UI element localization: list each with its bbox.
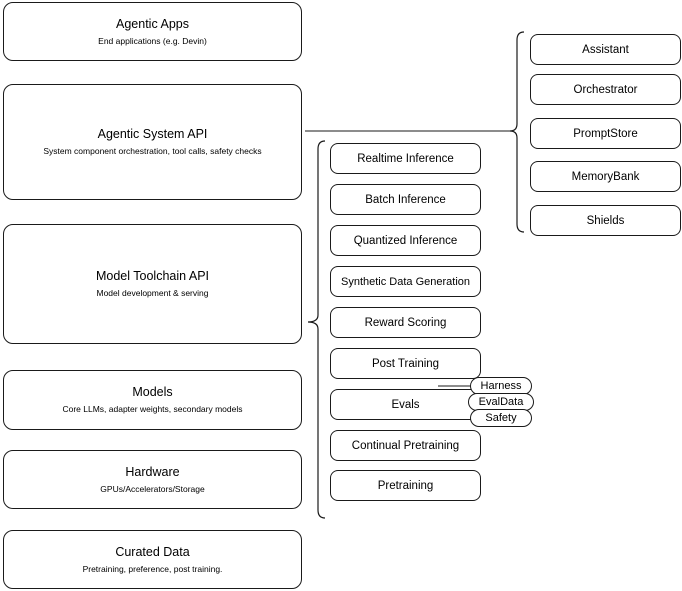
toolchain-item-reward-scoring[interactable]: Reward Scoring [330,307,481,338]
layer-models[interactable]: Models Core LLMs, adapter weights, secon… [3,370,302,430]
system-component-label: Orchestrator [573,83,638,96]
system-component-label: Shields [586,214,625,227]
layer-subtitle: GPUs/Accelerators/Storage [100,483,205,494]
toolchain-item-quantized-inference[interactable]: Quantized Inference [330,225,481,256]
toolchain-item-label: Batch Inference [365,193,446,206]
toolchain-item-synthetic-data-generation[interactable]: Synthetic Data Generation [330,266,481,297]
toolchain-item-label: Synthetic Data Generation [340,275,471,288]
system-component-promptstore[interactable]: PromptStore [530,118,681,149]
system-component-label: MemoryBank [571,170,640,183]
layer-model-toolchain-api[interactable]: Model Toolchain API Model development & … [3,224,302,344]
system-component-orchestrator[interactable]: Orchestrator [530,74,681,105]
layer-subtitle: Core LLMs, adapter weights, secondary mo… [62,404,243,414]
layer-hardware[interactable]: Hardware GPUs/Accelerators/Storage [3,450,302,509]
toolchain-item-realtime-inference[interactable]: Realtime Inference [330,143,481,174]
layer-subtitle: End applications (e.g. Devin) [98,35,207,46]
eval-subcomponent-label: Harness [480,380,522,392]
toolchain-item-label: Pretraining [377,479,434,492]
system-component-label: PromptStore [573,127,638,140]
layer-subtitle: System component orchestration, tool cal… [43,146,262,156]
eval-subcomponent-label: Safety [485,412,517,424]
system-component-assistant[interactable]: Assistant [530,34,681,65]
eval-subcomponent-label: EvalData [478,396,524,408]
layer-title: Agentic Apps [116,16,189,31]
layer-curated-data[interactable]: Curated Data Pretraining, preference, po… [3,530,302,589]
toolchain-item-pretraining[interactable]: Pretraining [330,470,481,501]
layer-subtitle: Model development & serving [96,288,209,298]
layer-title: Models [132,385,173,399]
layer-agentic-system-api[interactable]: Agentic System API System component orch… [3,84,302,200]
layer-subtitle: Pretraining, preference, post training. [82,563,223,574]
toolchain-item-evals[interactable]: Evals [330,389,481,420]
layer-title: Curated Data [115,544,190,559]
toolchain-item-batch-inference[interactable]: Batch Inference [330,184,481,215]
toolchain-item-label: Reward Scoring [364,316,447,329]
toolchain-item-label: Quantized Inference [353,234,458,247]
toolchain-item-label: Evals [391,398,420,411]
system-component-shields[interactable]: Shields [530,205,681,236]
layer-title: Agentic System API [97,127,208,141]
layer-title: Hardware [125,464,180,479]
layer-agentic-apps[interactable]: Agentic Apps End applications (e.g. Devi… [3,2,302,61]
eval-subcomponent-evaldata[interactable]: EvalData [468,393,534,411]
toolchain-item-continual-pretraining[interactable]: Continual Pretraining [330,430,481,461]
layer-title: Model Toolchain API [95,269,210,283]
toolchain-item-label: Realtime Inference [357,152,454,165]
system-component-label: Assistant [582,43,629,56]
toolchain-item-label: Post Training [371,357,440,370]
eval-subcomponent-safety[interactable]: Safety [470,409,532,427]
system-component-memorybank[interactable]: MemoryBank [530,161,681,192]
toolchain-item-label: Continual Pretraining [351,439,460,452]
toolchain-item-post-training[interactable]: Post Training [330,348,481,379]
